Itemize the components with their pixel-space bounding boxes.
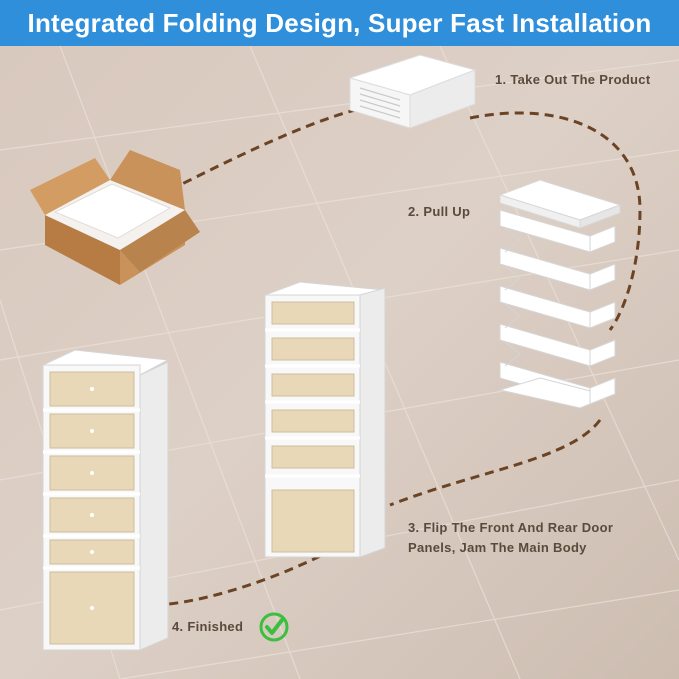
step-3-label: 3. Flip The Front And Rear Door <box>408 520 614 535</box>
step-3-label-line2: Panels, Jam The Main Body <box>408 540 587 555</box>
step-4-label: 4. Finished <box>172 619 244 634</box>
step-1-label: 1. Take Out The Product <box>495 72 651 87</box>
header-banner: Integrated Folding Design, Super Fast In… <box>0 0 679 46</box>
check-circle-icon <box>259 612 289 642</box>
step-2-label: 2. Pull Up <box>408 204 471 219</box>
banner-title: Integrated Folding Design, Super Fast In… <box>27 7 652 38</box>
